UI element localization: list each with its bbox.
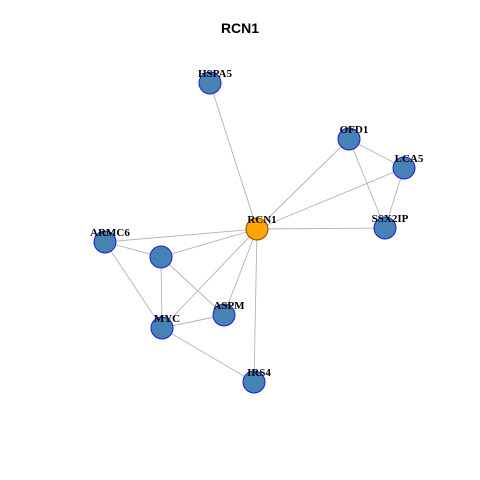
- edge-hspa5-rcn1: [209, 82, 258, 230]
- node-rcn1[interactable]: [245, 217, 269, 241]
- node-label-myc: MYC: [154, 313, 180, 325]
- edge-ssx2ip-rcn1: [256, 227, 386, 230]
- edge-unlabeled-myc: [160, 256, 163, 329]
- edge-lca5-rcn1: [256, 167, 405, 230]
- edge-aspm-rcn1: [223, 228, 258, 316]
- node-label-hspa5: HSPA5: [198, 68, 233, 80]
- edges-layer: [104, 82, 405, 383]
- node-aspm[interactable]: [212, 303, 236, 327]
- edge-ofd1-rcn1: [256, 138, 350, 230]
- node-label-lca5: LCA5: [395, 153, 424, 165]
- node-label-aspm: ASPM: [213, 300, 245, 312]
- edge-myc-irs4: [161, 327, 255, 383]
- node-lca5[interactable]: [392, 156, 416, 180]
- graph-title: RCN1: [220, 20, 260, 36]
- edge-irs4-rcn1: [253, 228, 258, 383]
- edge-unlabeled-aspm: [160, 256, 225, 316]
- node-myc[interactable]: [150, 316, 174, 340]
- node-label-irs4: IRS4: [247, 367, 271, 379]
- node-label-ofd1: OFD1: [340, 124, 369, 136]
- edge-myc-rcn1: [161, 228, 258, 329]
- node-armc6[interactable]: [93, 230, 117, 254]
- node-irs4[interactable]: [242, 370, 266, 394]
- node-unlabeled[interactable]: [149, 245, 173, 269]
- nodes-layer: [93, 71, 416, 394]
- edge-unlabeled-rcn1: [160, 228, 258, 258]
- edge-armc6-myc: [104, 241, 163, 329]
- edge-armc6-rcn1: [104, 228, 258, 243]
- node-ssx2ip[interactable]: [373, 216, 397, 240]
- node-label-ssx2ip: SSX2IP: [372, 213, 409, 225]
- node-label-armc6: ARMC6: [90, 227, 130, 239]
- node-hspa5[interactable]: [198, 71, 222, 95]
- node-label-rcn1: RCN1: [247, 214, 276, 226]
- node-ofd1[interactable]: [337, 127, 361, 151]
